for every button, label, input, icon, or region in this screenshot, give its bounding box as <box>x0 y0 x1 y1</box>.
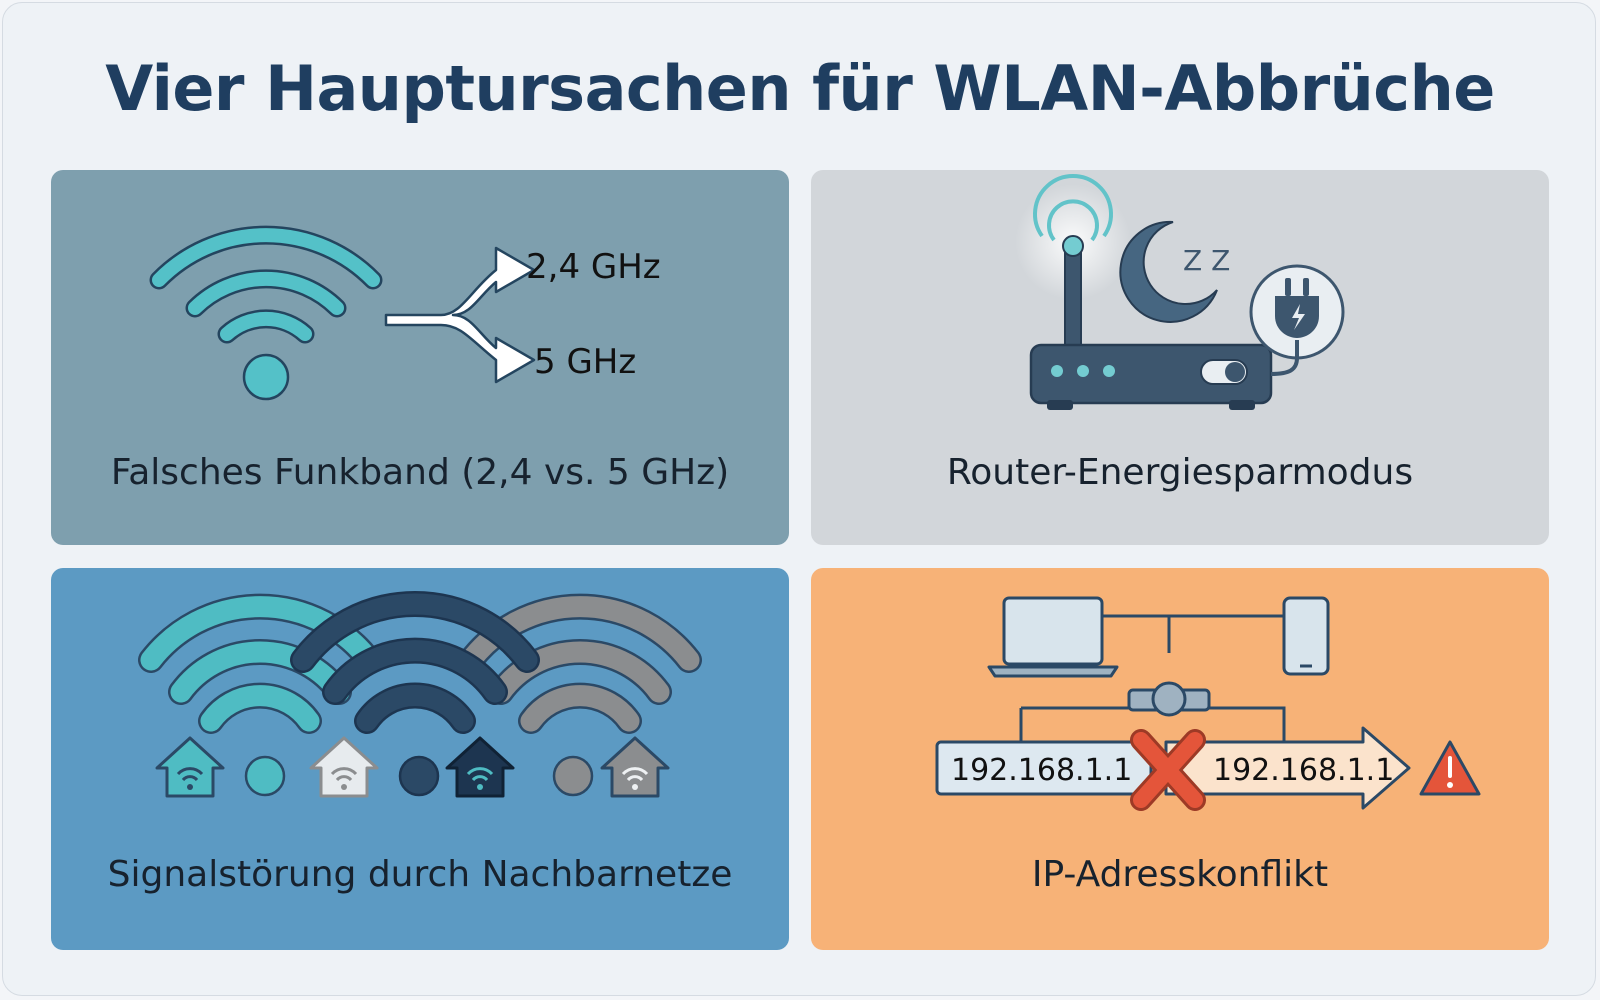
moon-icon <box>1119 220 1218 323</box>
laptop-icon <box>987 596 1119 678</box>
band-2-4ghz-label: 2,4 GHz <box>526 247 661 287</box>
band-5ghz-label: 5 GHz <box>534 342 636 382</box>
house-icon <box>309 736 379 798</box>
panel-caption: IP-Adresskonflikt <box>1031 854 1329 895</box>
wifi-icon <box>458 593 702 734</box>
ip-address-right: 192.168.1.1 <box>1213 753 1394 788</box>
panel-neighbour-interference: Signalstörung durch Nachbarnetze <box>51 568 789 950</box>
house-icon <box>155 736 225 798</box>
plug-icon <box>1249 264 1345 376</box>
panel-caption: Signalstörung durch Nachbarnetze <box>107 854 733 895</box>
house-icon <box>600 736 670 798</box>
phone-icon <box>1282 596 1330 676</box>
wifi-icon <box>290 591 540 734</box>
split-arrow-icon <box>384 246 536 384</box>
sleep-letters: Z Z <box>1183 244 1230 277</box>
warning-icon <box>1419 740 1481 796</box>
page-title: Vier Hauptursachen für WLAN-Abbrüche <box>105 52 1495 125</box>
panel-caption: Router-Energiesparmodus <box>946 452 1414 493</box>
panel-router-power-saving: Z Z Router-Energiesparmodus <box>811 170 1549 545</box>
ip-address-left: 192.168.1.1 <box>951 753 1132 788</box>
conflict-x-icon <box>1130 729 1206 811</box>
ip-address-box-left <box>935 740 1153 796</box>
house-icon <box>445 736 515 798</box>
panel-ip-conflict: 192.168.1.1 192.168.1.1 IP-Adresskonflik… <box>811 568 1549 950</box>
network-hub-icon <box>1127 681 1211 717</box>
panel-caption: Falsches Funkband (2,4 vs. 5 GHz) <box>110 452 730 493</box>
router-icon <box>1015 174 1273 410</box>
panel-wrong-band: 2,4 GHz 5 GHz Falsches Funkband (2,4 vs.… <box>51 170 789 545</box>
